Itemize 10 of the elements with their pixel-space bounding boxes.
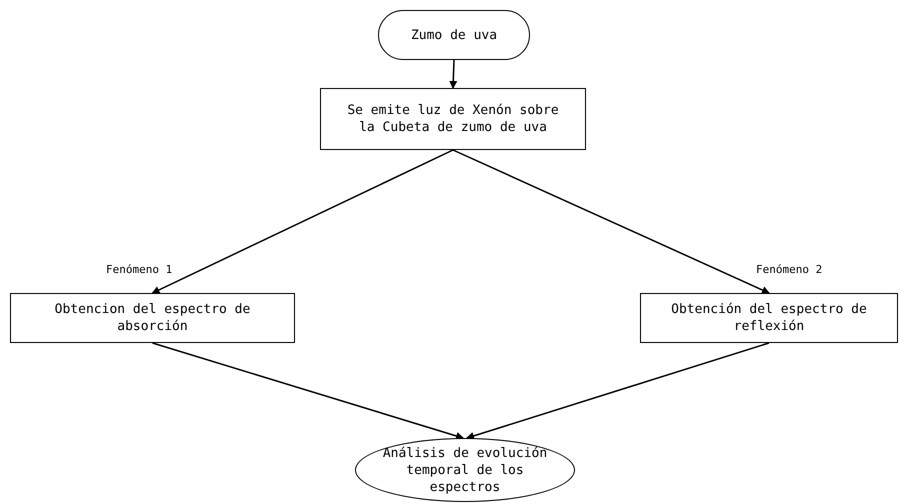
arrow [152,149,454,294]
arrow [466,342,770,440]
process-box: Se emite luz de Xenón sobre la Cubeta de zumo de uva [320,88,586,150]
arrow [452,149,770,294]
terminal-shape: Análisis de evolución temporal de los espectros [355,438,575,502]
process-box: Obtencion del espectro de absorción [10,293,295,343]
arrow [449,60,458,89]
process-box: Obtención del espectro de reflexión [640,293,898,343]
terminal-shape: Zumo de uva [378,10,530,60]
arrow [152,342,464,440]
